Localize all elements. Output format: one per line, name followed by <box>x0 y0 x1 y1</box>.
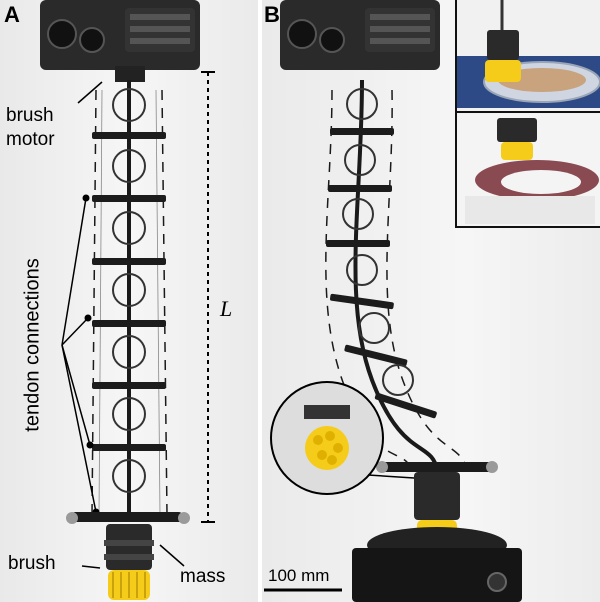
bent-robot-spine <box>325 79 468 471</box>
tendon-connections-label: tendon connections <box>21 258 44 432</box>
hot-plate <box>352 527 522 602</box>
spine-joints <box>112 88 146 493</box>
leader-lines <box>61 81 185 569</box>
brush-closeup-circle <box>270 381 415 495</box>
inset-plate-scene <box>457 0 600 108</box>
panel-letter-a: A <box>4 2 20 27</box>
mass-label: mass <box>180 566 226 587</box>
brush-assembly <box>66 512 190 600</box>
length-label: L <box>220 296 233 321</box>
panel-letter-b: B <box>264 2 280 27</box>
panel-a-photo: A brush motor tendon connections L brush… <box>0 0 258 602</box>
spine-segments <box>92 132 166 451</box>
bent-spine-joints <box>342 88 414 396</box>
scale-bar-label: 100 mm <box>268 566 330 585</box>
bent-spine-segments <box>326 128 437 419</box>
length-dimension-line <box>201 71 215 523</box>
brush-label: brush <box>8 553 56 574</box>
brush-motor-housing <box>40 0 200 82</box>
brush-motor-label: brush motor <box>6 105 55 150</box>
motor-housing <box>280 0 440 70</box>
inset-toilet-scene <box>457 114 600 226</box>
inset-photo <box>455 0 600 228</box>
